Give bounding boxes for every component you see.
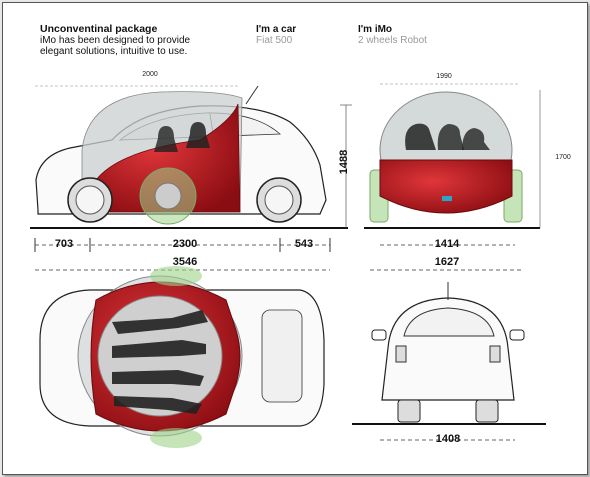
header-title: Unconventinal package	[40, 23, 158, 35]
top-passengers	[112, 310, 208, 414]
dim-wheelbase: 2300	[172, 238, 198, 250]
imo-caption: I'm iMo 2 wheels Robot	[358, 24, 427, 46]
imo-subtitle: 2 wheels Robot	[358, 35, 427, 46]
dim-imo-width: 1990	[436, 73, 452, 80]
top-view	[39, 266, 325, 448]
car-subtitle: Fiat 500	[256, 35, 293, 46]
header-line-1: iMo has been designed to provide	[40, 35, 191, 46]
dim-imo-length: 2000	[142, 71, 158, 78]
dim-car-height: 1488	[338, 149, 350, 175]
rear-view	[352, 282, 546, 441]
front-view-imo	[364, 83, 541, 229]
dim-imo-height: 1700	[555, 154, 571, 161]
car-title: I'm a car	[256, 24, 297, 35]
imo-title: I'm iMo	[358, 24, 393, 35]
header-line-2: elegant solutions, intuitive to use.	[40, 46, 188, 57]
dim-car-width: 1627	[434, 256, 460, 268]
dim-track-front: 1414	[434, 238, 460, 250]
imo-front-shell	[379, 159, 513, 214]
dim-rear-overhang: 543	[294, 238, 314, 250]
dim-track-rear: 1408	[435, 433, 461, 445]
header-block: Unconventinal package iMo has been desig…	[40, 23, 191, 58]
side-view	[30, 85, 352, 229]
car-caption: I'm a car Fiat 500	[256, 24, 296, 46]
dim-total-length: 3546	[172, 256, 198, 268]
dim-front-overhang: 703	[54, 238, 74, 250]
